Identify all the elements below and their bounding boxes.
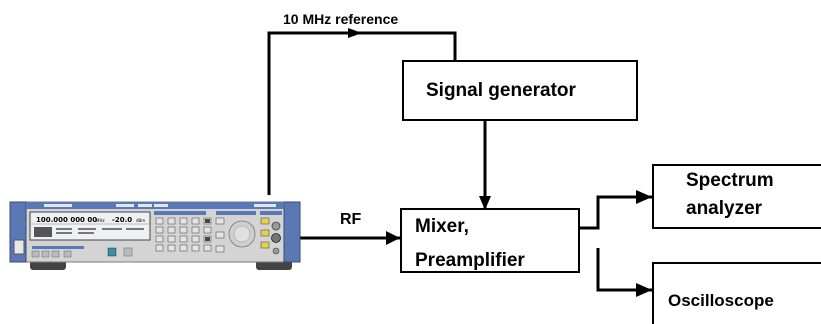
signal-generator-instrument: 100.000 000 00 MHz -20.0 dBm [9,201,301,270]
mixer-label-line2: Preamplifier [415,250,525,271]
reference-label: 10 MHz reference [283,11,399,27]
rf-label: RF [340,211,362,228]
display-level: -20.0 [112,216,132,224]
display-level-unit: dBm [136,218,145,223]
rf-arrow [386,231,400,245]
oscilloscope-label: Oscilloscope [668,291,774,310]
instrument-handle-right [283,201,301,263]
mixer-to-scope-arrow [636,283,652,297]
display-frequency-unit: MHz [96,218,105,223]
signal-generator-label: Signal generator [426,80,576,101]
spectrum-label-line2: analyzer [686,198,763,219]
mixer-to-spectrum-wire [580,195,652,230]
mixer-to-scope-wire [596,248,652,292]
sg-to-mixer-arrow [479,196,491,210]
rf-output-connector [271,233,281,243]
oscilloscope-block: Oscilloscope [652,262,821,324]
display-frequency: 100.000 000 00 [36,216,97,224]
reference-arrow [348,28,362,38]
mixer-preamplifier-block: Mixer, Preamplifier [400,208,580,273]
mixer-to-spectrum-arrow [636,190,652,204]
signal-generator-block: Signal generator [402,60,638,121]
spectrum-label-line1: Spectrum [686,170,774,191]
spectrum-analyzer-block: Spectrum analyzer [652,164,821,229]
mixer-label-line1: Mixer, [415,216,469,237]
